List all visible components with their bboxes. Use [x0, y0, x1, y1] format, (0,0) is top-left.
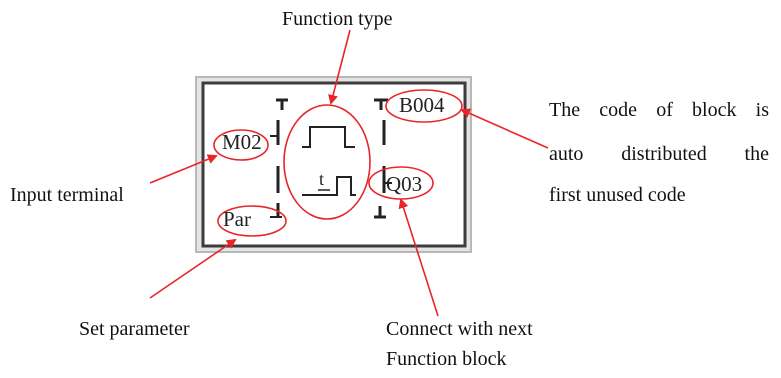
arrow-block-code	[460, 108, 549, 149]
input-ellipse	[213, 129, 269, 161]
set-parameter-caption: Set parameter	[79, 318, 190, 340]
connect-caption-line1: Connect with next	[386, 318, 533, 340]
block-bracket-right	[374, 98, 388, 219]
arrow-connect-next	[398, 198, 439, 317]
block-code-label: B004	[399, 93, 445, 117]
parameter-label: Par	[223, 207, 251, 231]
output-terminal-label: Q03	[386, 172, 423, 196]
parameter-ellipse	[217, 205, 287, 237]
input-terminal-caption: Input terminal	[10, 184, 124, 206]
timer-waveform-icon	[302, 176, 356, 196]
arrow-function-type	[328, 29, 351, 105]
arrow-input-terminal	[149, 154, 218, 184]
function-type-ellipse	[283, 104, 371, 220]
pulse-waveform-icon	[302, 126, 355, 148]
block-bracket-left	[276, 98, 288, 217]
connect-caption-line2: Function block	[386, 348, 507, 370]
input-terminal-label: M02	[222, 130, 262, 154]
block-code-caption-line3: first unused code	[549, 184, 686, 206]
block-code-ellipse	[385, 89, 463, 123]
block-code-caption-line1: The code of block is	[549, 99, 769, 121]
block-code-caption-line2: auto distributed the	[549, 143, 769, 165]
function-type-caption: Function type	[282, 8, 393, 30]
arrow-set-parameter	[149, 238, 237, 299]
timer-label: t	[319, 169, 325, 189]
